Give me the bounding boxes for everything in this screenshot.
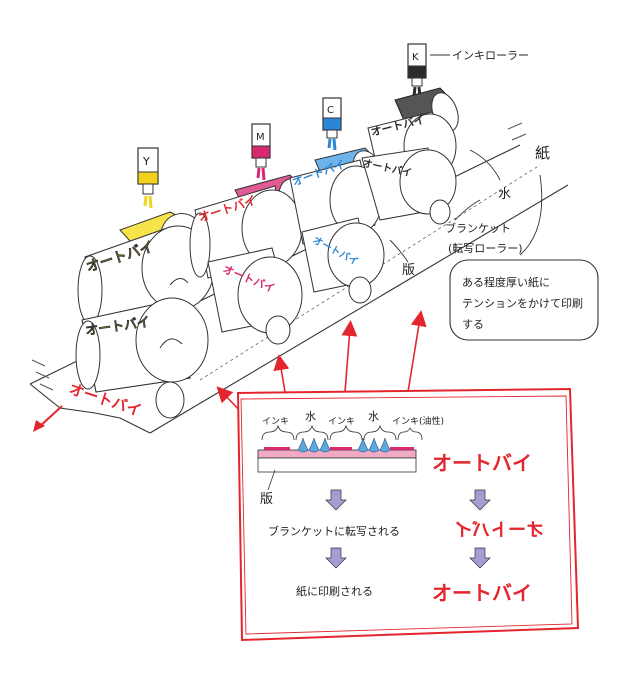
water-drops — [297, 437, 391, 453]
detail-braces — [261, 424, 423, 441]
detail-plate-label: 版 — [260, 492, 273, 507]
detail-water2-label: 水 — [368, 410, 379, 423]
black-ink-tube: K — [407, 43, 427, 99]
detail-step-paper: 紙に印刷される — [296, 584, 373, 598]
blanket-sub-label: (転写ローラー) — [448, 242, 523, 255]
yellow-tube-letter: Y — [142, 155, 150, 168]
black-unit: K オートバイ オートバイ — [361, 43, 459, 225]
motion-lines — [31, 122, 527, 391]
magenta-tube-letter: M — [256, 132, 265, 143]
magenta-ink-tube: M — [251, 123, 271, 181]
note-line1: ある程度厚い紙に — [462, 275, 550, 289]
detail-step-blanket: ブランケットに転写される — [268, 524, 400, 538]
detail-logo-bottom: オートバイ — [432, 581, 532, 605]
yellow-unit: Y オートバイ オートバイ — [75, 147, 215, 419]
note-line3: する — [462, 318, 484, 331]
detail-logo-mid: オートバイ — [454, 520, 544, 541]
detail-plate-pointer — [267, 469, 276, 491]
water-label: 水 — [498, 187, 511, 202]
detail-logo-top: オートバイ — [432, 451, 532, 475]
detail-water1-label: 水 — [305, 410, 316, 423]
plate-label: 版 — [402, 263, 415, 278]
callout-lines — [389, 54, 543, 263]
paper-exit-arrow — [33, 405, 63, 432]
cyan-ink-tube: C — [322, 97, 342, 151]
magenta-unit: M オートバイ オートバイ — [189, 123, 314, 345]
black-tube-letter: K — [412, 52, 419, 63]
detail-down-arrows — [325, 489, 491, 569]
paper-label: 紙 — [535, 144, 550, 162]
ink-roller-label: インキローラー — [452, 49, 529, 62]
cyan-tube-letter: C — [327, 105, 334, 116]
detail-ink1-label: インキ — [262, 417, 289, 427]
detail-ink2-label: インキ — [328, 417, 355, 427]
note-line2: テンションをかけて印刷 — [462, 297, 583, 310]
yellow-ink-tube: Y — [137, 147, 159, 209]
blanket-label: ブランケット — [445, 221, 511, 235]
plate-cross-section — [257, 447, 417, 473]
detail-ink3-label: インキ(油性) — [392, 415, 444, 427]
note-bubble — [449, 259, 599, 341]
